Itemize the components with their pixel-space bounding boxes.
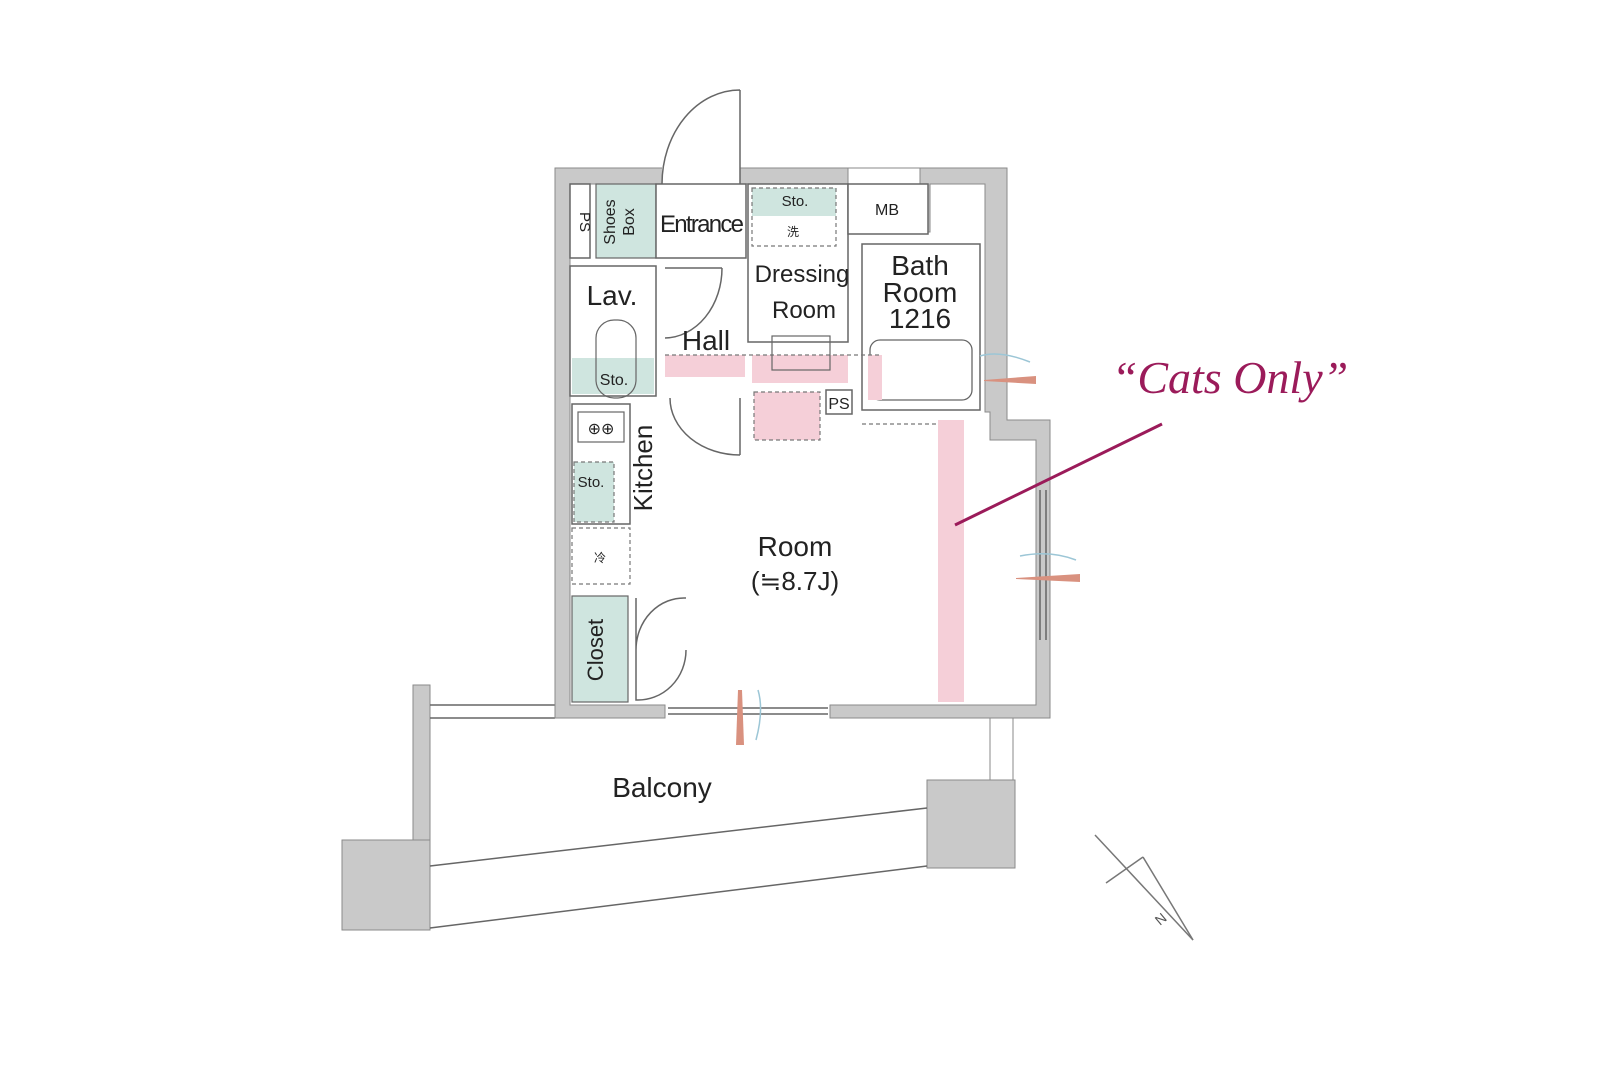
shoes-box-label-2: Box — [621, 208, 638, 236]
mb-label: MB — [875, 202, 899, 219]
bath-room-label-1: Bath — [891, 250, 949, 281]
balcony: Balcony — [341, 684, 1016, 931]
lav-label: Lav. — [587, 280, 638, 311]
cats-only-annotation: “Cats Only” — [1112, 352, 1348, 403]
dressing-room-label-2: Room — [772, 297, 836, 324]
closet-doors — [635, 597, 687, 701]
lav-door — [664, 267, 723, 339]
windows — [668, 353, 1080, 745]
dressing-room-label-1: Dressing — [755, 261, 850, 288]
cat-path — [665, 354, 964, 702]
stove — [577, 411, 625, 443]
shoes-box-label-1: Shoes — [602, 199, 619, 244]
annotation-leader-line — [954, 422, 1163, 527]
ps-mid-label: PS — [828, 396, 849, 413]
room-label: Room — [758, 531, 833, 562]
walls — [554, 166, 1051, 719]
toilet — [595, 319, 637, 399]
bath-room-label-2: Room — [883, 277, 958, 308]
kitchen-storage-label: Sto. — [578, 474, 605, 491]
balcony-label: Balcony — [612, 772, 712, 803]
fridge-label: 冷 — [594, 551, 606, 565]
bathtub — [869, 339, 973, 401]
storage-label: Sto. — [782, 193, 809, 210]
lav-storage-label: Sto. — [600, 372, 628, 389]
washer-label: 洗 — [787, 225, 799, 239]
north-arrow-icon: N — [1094, 834, 1194, 941]
entrance-label: Entrance — [660, 211, 744, 238]
burners-icon: ⊕⊕ — [588, 421, 615, 438]
bath-room-label-3: 1216 — [889, 303, 951, 334]
kitchen-label: Kitchen — [628, 425, 658, 512]
room-size-label: (≒8.7J) — [751, 566, 839, 596]
hall-door — [669, 397, 741, 456]
ps-top-label: PS — [576, 212, 593, 232]
hall-label: Hall — [682, 325, 730, 356]
closet-label: Closet — [583, 619, 608, 681]
entrance-door — [661, 89, 741, 185]
washbasin — [771, 335, 831, 371]
